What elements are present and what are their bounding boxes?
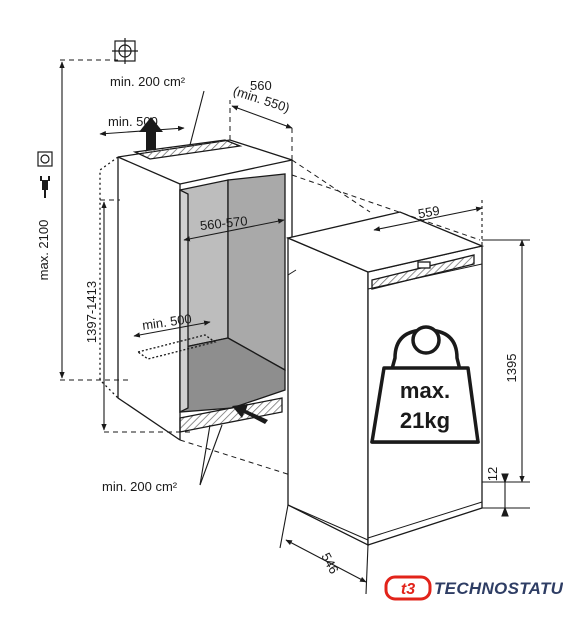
weight-line1: max.: [400, 378, 450, 403]
niche-cabinet: [99, 139, 293, 441]
floor-depth-marker: [136, 334, 217, 360]
label-niche-depth: 560: [250, 78, 272, 93]
power-plug-icon: [40, 176, 50, 198]
leader-vent-bottom: [199, 424, 211, 486]
appliance-side: [287, 237, 369, 547]
brand-logo-mark: t3: [401, 581, 415, 598]
niche-front-top: [117, 156, 181, 185]
label-appliance-depth: 546: [318, 550, 341, 576]
arrow-in-icon: [232, 404, 268, 424]
dim-line-appliance-width: [373, 206, 483, 232]
brand-name: TECHNOSTATUS: [434, 579, 563, 598]
weight-line2: 21kg: [400, 408, 450, 433]
power-socket-icon: [37, 151, 53, 167]
label-appliance-height: 1395: [504, 354, 519, 383]
label-niche-height: 1397-1413: [84, 281, 99, 343]
label-appliance-width: 559: [417, 203, 441, 222]
dim-line-depth-bottom: [133, 320, 211, 338]
niche-outer-left: [117, 157, 181, 441]
dim-line-appliance-depth: [285, 539, 367, 583]
label-plinth-gap: 12: [485, 467, 500, 481]
arrow-up-icon: [139, 117, 163, 150]
niche-inner-left: [179, 188, 189, 414]
top-vent-slot: [132, 139, 243, 160]
label-max-height: max. 2100: [36, 220, 51, 281]
label-depth-bottom: min. 500: [141, 311, 192, 333]
weight-icon: max. 21kg: [370, 325, 480, 444]
plinth-vent: [179, 397, 283, 433]
dim-line-niche-depth: [231, 105, 293, 129]
label-depth-top: min. 500: [108, 114, 158, 129]
water-connection-icon: [112, 38, 138, 64]
brand-logo: t3 TECHNOSTATUS: [384, 575, 563, 601]
appliance-door-handle: [417, 261, 431, 269]
niche-right-wall: [227, 173, 286, 372]
label-vent-top: min. 200 cm²: [110, 74, 186, 89]
dim-line-niche-width: [183, 218, 285, 242]
label-vent-bottom: min. 200 cm²: [102, 479, 178, 494]
label-niche-width: 560-570: [199, 213, 248, 233]
appliance-vent: [371, 254, 475, 290]
brand-logo-badge: [384, 575, 432, 601]
leader-vent-top: [189, 90, 205, 146]
